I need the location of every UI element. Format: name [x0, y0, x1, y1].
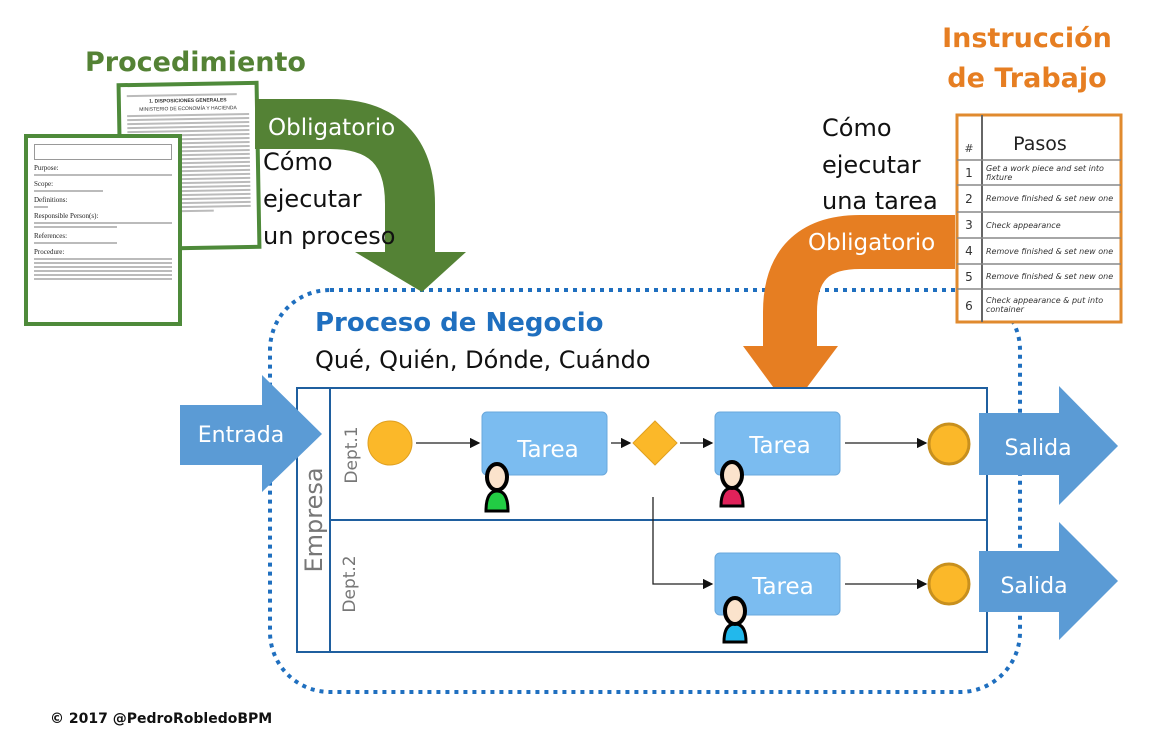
proceso-subtitle: Qué, Quién, Dónde, Cuándo — [315, 346, 651, 374]
gateway — [632, 420, 678, 466]
step-number: 1 — [965, 166, 973, 180]
task-1 — [481, 411, 608, 476]
step-text: Check appearance — [986, 220, 1061, 230]
lane-label-dept1: Dept.1 — [342, 426, 362, 483]
step-number: 6 — [965, 299, 973, 313]
output-arrow-2: Salida — [979, 522, 1118, 640]
task-2-label: Tarea — [748, 433, 811, 459]
doc-section: References: — [34, 232, 68, 240]
step-text: Remove finished & set new one — [986, 272, 1114, 281]
procedure-document: Purpose: Scope: Definitions: Responsible… — [24, 134, 182, 326]
work-instruction-table: # Pasos 1 2 3 4 5 6 Get a work piece and… — [955, 113, 1123, 324]
doc-section: Definitions: — [34, 196, 68, 204]
mandatory-arrow-procedure: Obligatorio — [255, 99, 466, 292]
instruccion-desc: ejecutar — [822, 151, 921, 179]
pool-label: Empresa — [300, 467, 328, 572]
start-event — [367, 420, 413, 466]
procedimiento-title: Procedimiento — [85, 47, 306, 78]
pool-empresa: Empresa Dept.1 Dept.2 — [296, 387, 988, 653]
procedimiento-arrow-label: Obligatorio — [268, 115, 395, 141]
copyright: © 2017 @PedroRobledoBPM — [50, 711, 272, 727]
procedimiento-desc: Cómo — [263, 148, 333, 176]
doc-section: Responsible Person(s): — [34, 212, 99, 220]
lane-label-dept2: Dept.2 — [340, 555, 360, 612]
instruccion-title-line2: de Trabajo — [947, 63, 1106, 94]
person-icon-green — [484, 462, 510, 513]
step-text: Remove finished & set new one — [986, 194, 1114, 203]
instruccion-title-line1: Instrucción — [942, 23, 1112, 54]
instruccion-arrow-label: Obligatorio — [808, 230, 935, 256]
procedimiento-desc: un proceso — [263, 222, 395, 250]
step-number: 4 — [965, 244, 973, 258]
end-event-2 — [927, 562, 971, 606]
instruccion-desc: Cómo — [822, 114, 892, 142]
procedimiento-desc: ejecutar — [263, 185, 362, 213]
doc-section: Purpose: — [34, 164, 59, 172]
table-header-steps: Pasos — [1013, 133, 1067, 155]
step-text: Remove finished & set new one — [986, 246, 1114, 256]
output-label-2: Salida — [1000, 574, 1067, 599]
output-label-1: Salida — [1004, 436, 1071, 461]
doc-section: Scope: — [34, 180, 54, 188]
doc-section: Procedure: — [34, 248, 65, 256]
table-header-num: # — [964, 142, 973, 155]
step-text: Check appearance & put into container — [986, 296, 1104, 314]
instruccion-desc: una tarea — [822, 187, 938, 215]
mandatory-arrow-instruction: Obligatorio — [743, 215, 955, 410]
step-text: Get a work piece and set into fixture — [986, 164, 1104, 182]
task-2 — [714, 411, 841, 476]
end-event-1 — [927, 422, 971, 466]
person-icon-pink — [719, 460, 745, 508]
step-number: 3 — [965, 218, 973, 232]
task-3-label: Tarea — [751, 574, 814, 600]
input-arrow: Entrada — [180, 375, 322, 492]
task-3 — [714, 552, 841, 616]
input-label: Entrada — [198, 423, 284, 448]
task-1-label: Tarea — [516, 437, 579, 463]
step-number: 5 — [965, 270, 973, 284]
output-arrow-1: Salida — [979, 386, 1118, 505]
proceso-title: Proceso de Negocio — [315, 308, 604, 338]
person-icon-blue — [722, 596, 748, 644]
step-number: 2 — [965, 192, 973, 206]
process-boundary — [268, 288, 1022, 694]
